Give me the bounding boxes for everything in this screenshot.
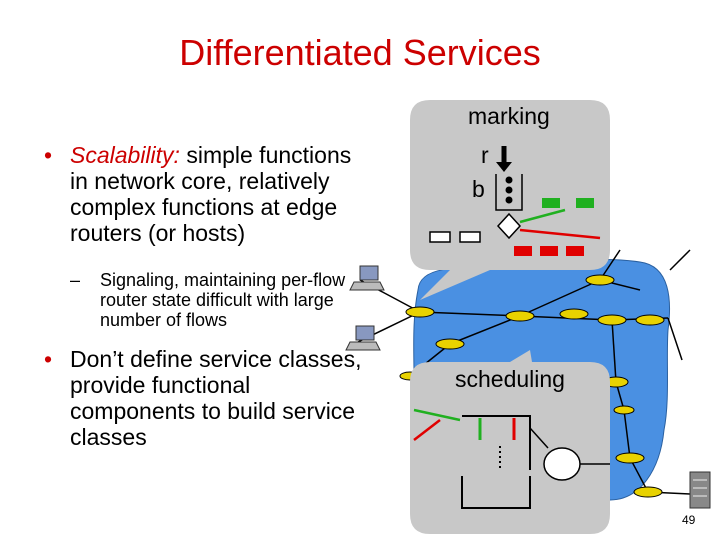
marking-callout (410, 100, 610, 300)
packet-red (514, 246, 532, 256)
laptop-icon (345, 325, 381, 351)
bullet-scalability: • Scalability: simple functions in netwo… (44, 142, 374, 246)
packet-red (540, 246, 558, 256)
bullet-text: Don’t define service classes, provide fu… (70, 346, 362, 450)
laptop-icon (349, 265, 385, 291)
server-icon (689, 471, 711, 509)
bullet-marker: • (44, 142, 53, 168)
packet-unmarked (459, 231, 481, 243)
router-group (399, 274, 665, 498)
sub-bullet-marker: – (70, 270, 81, 290)
packet-green (576, 198, 594, 208)
scheduler-circle (543, 447, 581, 481)
packet-red (566, 246, 584, 256)
router-icon (615, 452, 645, 464)
slide-number: 49 (682, 513, 696, 527)
bullet-service-classes: • Don’t define service classes, provide … (44, 346, 374, 450)
router-icon (597, 314, 627, 326)
bullet-lead: Scalability: (70, 142, 180, 168)
queue-outline (461, 415, 531, 509)
router-icon (635, 314, 665, 326)
sub-bullet-signaling: – Signaling, maintaining per-flow router… (70, 270, 380, 330)
packet-unmarked (429, 231, 451, 243)
green-input-line (413, 408, 461, 422)
scheduling-label: scheduling (455, 366, 565, 392)
token-bucket (495, 174, 523, 211)
router-icon (505, 310, 535, 322)
bullet-text: simple functions in network core, relati… (70, 142, 352, 246)
router-icon (435, 338, 465, 350)
router-icon (405, 306, 435, 318)
red-flow-line (519, 228, 601, 240)
router-icon (613, 405, 635, 415)
token-arrow-head (496, 162, 512, 172)
packet-green (542, 198, 560, 208)
marking-label: marking (468, 103, 550, 129)
token-rate-label: r (481, 142, 489, 168)
router-icon (559, 308, 589, 320)
marker-diamond (496, 212, 522, 240)
sub-bullet-text: Signaling, maintaining per-flow router s… (100, 270, 346, 330)
green-flow-line (519, 208, 566, 224)
router-icon (633, 486, 663, 498)
bullet-marker: • (44, 346, 53, 372)
slide-title: Differentiated Services (179, 32, 541, 73)
scheduling-callout (410, 350, 610, 534)
bucket-size-label: b (472, 176, 485, 202)
router-icon (585, 274, 615, 286)
red-input-line (413, 419, 441, 441)
